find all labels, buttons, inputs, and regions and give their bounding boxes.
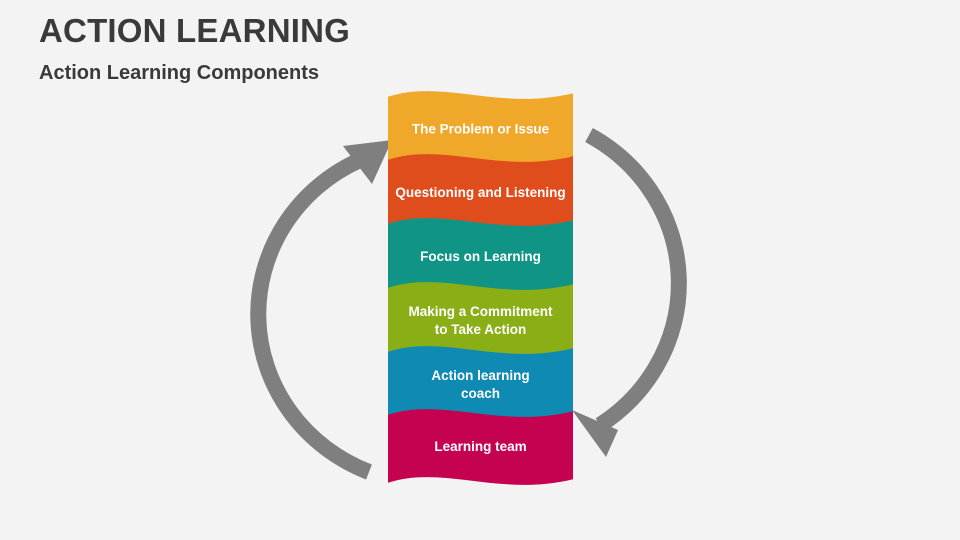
component-label-line: to Take Action: [435, 322, 527, 337]
curved-arrow-down-icon: [572, 127, 687, 457]
page-title: ACTION LEARNING: [39, 12, 350, 49]
component-label-line: The Problem or Issue: [412, 122, 550, 137]
component-label: Focus on Learning: [420, 249, 541, 264]
curved-arrow-up-icon: [250, 140, 392, 480]
component-label: The Problem or Issue: [412, 122, 550, 137]
component-label-line: coach: [461, 386, 500, 401]
component-label: Learning team: [434, 439, 526, 454]
component-band: [388, 91, 573, 168]
page-subtitle: Action Learning Components: [39, 62, 319, 84]
component-label: Action learning coach: [431, 368, 529, 401]
component-label-line: Focus on Learning: [420, 249, 541, 264]
component-band: [388, 409, 573, 485]
component-label-line: Action learning: [431, 368, 529, 383]
component-band: [388, 218, 573, 296]
component-label: Making a Commitment to Take Action: [408, 304, 553, 337]
component-label-line: Learning team: [434, 439, 526, 454]
component-band: [388, 282, 573, 360]
component-label-line: Questioning and Listening: [395, 185, 565, 200]
component-band: [388, 346, 573, 424]
component-label: Questioning and Listening: [395, 185, 565, 200]
component-band: [388, 154, 573, 232]
component-label-line: Making a Commitment: [408, 304, 553, 319]
